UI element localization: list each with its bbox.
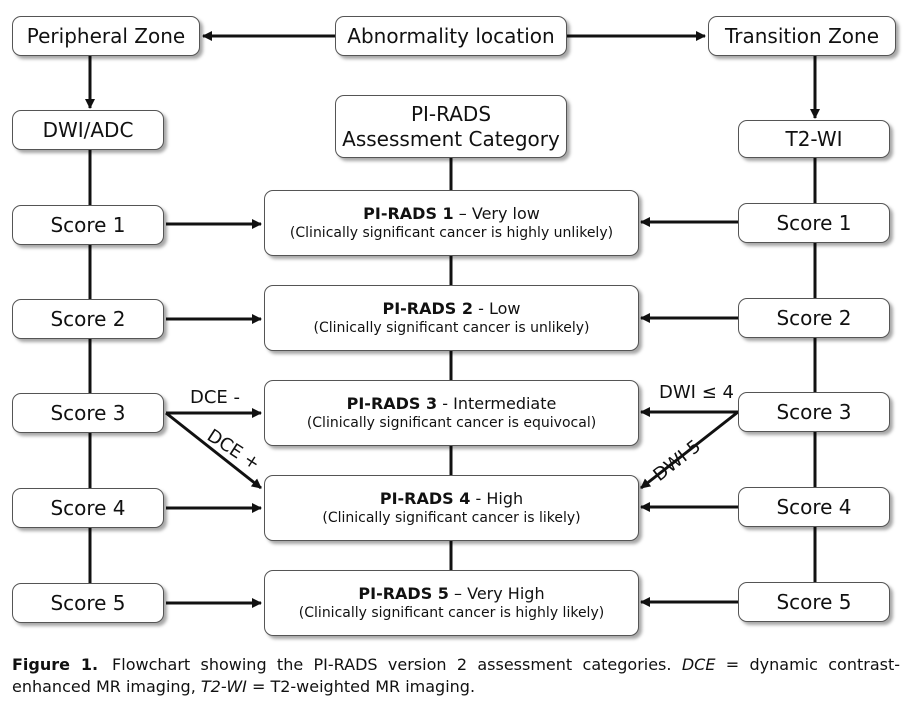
caption-text-3: = T2-weighted MR imaging. — [246, 677, 476, 696]
caption-term-t2wi: T2-WI — [200, 677, 247, 696]
pirads-5-separator: – — [454, 584, 463, 603]
left-score-2: Score 2 — [12, 299, 164, 339]
pirads-5-level: Very High — [467, 584, 545, 603]
dwi-adc-label: DWI/ADC — [42, 118, 134, 142]
pirads-3-level: Intermediate — [453, 394, 557, 413]
pirads-2-code: PI-RADS 2 — [382, 299, 474, 318]
pirads-1-level: Very low — [471, 204, 540, 223]
abnormality-location-box: Abnormality location — [335, 16, 567, 56]
pirads-3-box: PI-RADS 3 - Intermediate (Clinically sig… — [264, 380, 639, 446]
left-score-label: Score 2 — [50, 307, 126, 331]
dwi-le4-label: DWI ≤ 4 — [659, 382, 734, 403]
pirads-1-title: PI-RADS 1 – Very low — [363, 204, 540, 224]
pirads-2-title: PI-RADS 2 - Low — [382, 299, 520, 319]
caption-term-dce: DCE — [681, 655, 716, 674]
pirads-3-title: PI-RADS 3 - Intermediate — [347, 394, 557, 414]
pirads-4-title: PI-RADS 4 - High — [380, 489, 523, 509]
assessment-heading-box: PI-RADS Assessment Category — [335, 95, 567, 158]
left-score-label: Score 4 — [50, 496, 126, 520]
right-score-label: Score 4 — [776, 495, 852, 519]
pirads-4-level: High — [486, 489, 524, 508]
right-score-label: Score 5 — [776, 590, 852, 614]
pirads-5-title: PI-RADS 5 – Very High — [358, 584, 544, 604]
pirads-4-code: PI-RADS 4 — [379, 489, 471, 508]
right-score-label: Score 2 — [776, 306, 852, 330]
pirads-2-box: PI-RADS 2 - Low (Clinically significant … — [264, 285, 639, 351]
right-score-5: Score 5 — [738, 582, 890, 622]
pirads-4-box: PI-RADS 4 - High (Clinically significant… — [264, 475, 639, 541]
t2wi-box: T2-WI — [738, 120, 890, 158]
pirads-1-box: PI-RADS 1 – Very low (Clinically signifi… — [264, 190, 639, 256]
pirads-1-note: (Clinically significant cancer is highly… — [289, 225, 614, 241]
left-score-label: Score 5 — [50, 591, 126, 615]
pirads-5-code: PI-RADS 5 — [358, 584, 449, 603]
left-score-4: Score 4 — [12, 488, 164, 528]
pirads-3-code: PI-RADS 3 — [346, 394, 438, 413]
pirads-1-separator: – — [458, 204, 467, 223]
pirads-2-level: Low — [488, 299, 521, 318]
left-score-label: Score 3 — [50, 401, 126, 425]
right-score-label: Score 3 — [776, 400, 852, 424]
arrow-left-score-3-diag — [165, 411, 262, 490]
left-score-label: Score 1 — [50, 213, 126, 237]
figure-caption: Figure 1. Flowchart showing the PI-RADS v… — [12, 654, 900, 698]
pirads-4-separator: - — [475, 489, 482, 508]
dwi-adc-box: DWI/ADC — [12, 110, 164, 150]
right-score-3: Score 3 — [738, 392, 890, 432]
pirads-5-note: (Clinically significant cancer is highly… — [298, 605, 605, 621]
pirads-2-separator: - — [478, 299, 484, 318]
assessment-heading-line-2: Assessment Category — [342, 126, 560, 151]
right-score-2: Score 2 — [738, 298, 890, 338]
left-score-1: Score 1 — [12, 205, 164, 245]
pirads-flowchart: Peripheral Zone Abnormality location Tra… — [12, 16, 896, 636]
pirads-1-code: PI-RADS 1 — [363, 204, 454, 223]
pirads-3-separator: - — [442, 394, 449, 413]
left-score-3: Score 3 — [12, 393, 164, 433]
right-score-4: Score 4 — [738, 487, 890, 527]
caption-text-1: Flowchart showing the PI-RADS version 2 … — [112, 655, 682, 674]
pirads-2-note: (Clinically significant cancer is unlike… — [313, 320, 590, 336]
left-score-5: Score 5 — [12, 583, 164, 623]
figure-number: Figure 1. — [12, 655, 99, 674]
abnormality-location-label: Abnormality location — [347, 24, 555, 48]
transition-zone-box: Transition Zone — [708, 16, 896, 56]
pirads-5-box: PI-RADS 5 – Very High (Clinically signif… — [264, 570, 639, 636]
dce-minus-label: DCE - — [190, 387, 241, 408]
peripheral-zone-box: Peripheral Zone — [12, 16, 200, 56]
transition-zone-label: Transition Zone — [725, 24, 879, 48]
right-score-label: Score 1 — [776, 211, 852, 235]
pirads-4-note: (Clinically significant cancer is likely… — [322, 510, 581, 526]
assessment-heading-line-1: PI-RADS — [410, 101, 492, 126]
caption-text-2: = dynamic contrast-enhanced MR imaging, — [12, 655, 901, 696]
right-score-1: Score 1 — [738, 203, 890, 243]
peripheral-zone-label: Peripheral Zone — [26, 24, 186, 48]
t2wi-label: T2-WI — [785, 127, 843, 151]
arrow-right-score-3-diag — [640, 410, 739, 490]
pirads-3-note: (Clinically significant cancer is equivo… — [306, 415, 597, 431]
